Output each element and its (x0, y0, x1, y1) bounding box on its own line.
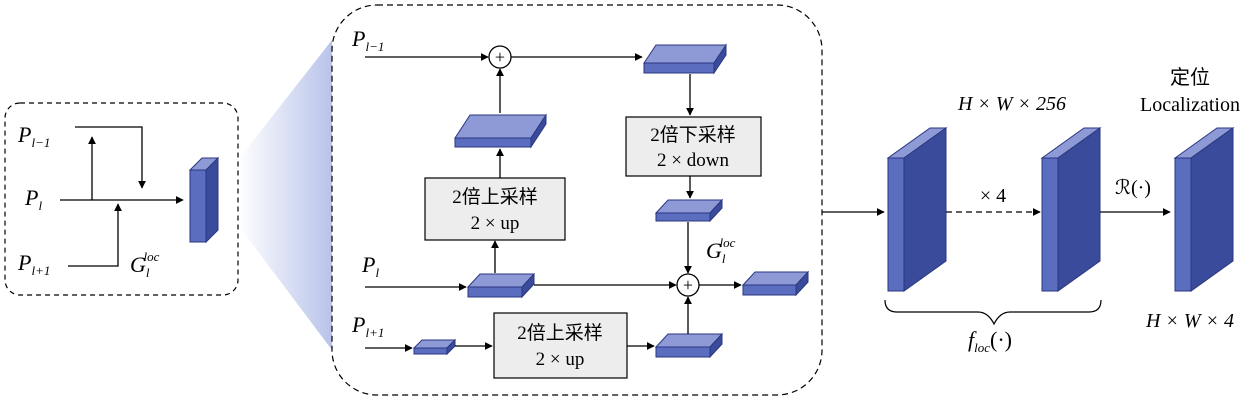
feature-block-downsampled (654, 198, 724, 223)
left-p-next-label: Pl+1 (17, 250, 50, 278)
title-en-label: Localization (1140, 94, 1240, 116)
size-bottom-label: H × W × 4 (1145, 310, 1234, 332)
left-output-feature-block (188, 156, 220, 244)
detail-p-next-label: Pl+1 (351, 312, 384, 340)
left-prev-arrow (75, 126, 146, 189)
repeat-label: × 4 (980, 185, 1006, 207)
upsample-box-2: 2倍上采样 2 × up (493, 312, 628, 379)
feature-block-p-cur (466, 272, 536, 299)
feature-block-top-right (643, 43, 727, 75)
left-panel: Pl−1 Pl Pl+1 Glloc (4, 102, 239, 296)
zoom-cone (238, 40, 332, 350)
feature-block-output (741, 270, 810, 297)
detail-p-cur-label: Pl (361, 252, 379, 280)
size-top-label: H × W × 256 (957, 93, 1066, 115)
left-p-prev-label: Pl−1 (17, 122, 50, 150)
upsample-box-1: 2倍上采样 2 × up (424, 177, 566, 241)
feature-block-p-next (412, 338, 457, 356)
head-output-block (1173, 127, 1235, 292)
left-next-arrow (68, 203, 122, 267)
f-loc-label: floc(·) (968, 327, 1012, 355)
detail-g-loc-label: Glloc (706, 235, 736, 266)
title-cn-label: 定位 (1170, 66, 1210, 89)
svg-text:+: + (683, 275, 693, 295)
left-panel-frame (4, 102, 239, 296)
left-g-loc-label: Glloc (130, 249, 160, 280)
svg-text:+: + (495, 47, 505, 67)
feature-block-upsampled-1 (454, 113, 547, 149)
r-op-label: ℛ(·) (1115, 177, 1151, 199)
head-feature-block-1 (886, 127, 948, 292)
localization-head: H × W × 256 × 4 ℛ(·) 定位 Localization H ×… (822, 66, 1240, 355)
svg-text:2倍下采样: 2倍下采样 (650, 124, 736, 146)
svg-text:2倍上采样: 2倍上采样 (517, 322, 603, 344)
head-feature-block-2 (1040, 127, 1102, 292)
svg-text:2 × up: 2 × up (471, 213, 520, 234)
svg-text:2 × up: 2 × up (536, 349, 585, 370)
adder-top: + (488, 45, 512, 69)
svg-text:2 × down: 2 × down (657, 150, 729, 171)
feature-block-upsampled-2 (654, 332, 724, 359)
f-loc-brace (884, 299, 1102, 326)
detail-panel-frame (331, 4, 823, 396)
left-p-cur-label: Pl (24, 185, 42, 213)
detail-panel: Pl−1 Pl Pl+1 Glloc + + (331, 4, 823, 396)
adder-bottom: + (676, 273, 700, 297)
svg-text:2倍上采样: 2倍上采样 (452, 186, 538, 208)
downsample-box: 2倍下采样 2 × down (625, 116, 762, 177)
detail-p-prev-label: Pl−1 (351, 26, 384, 54)
